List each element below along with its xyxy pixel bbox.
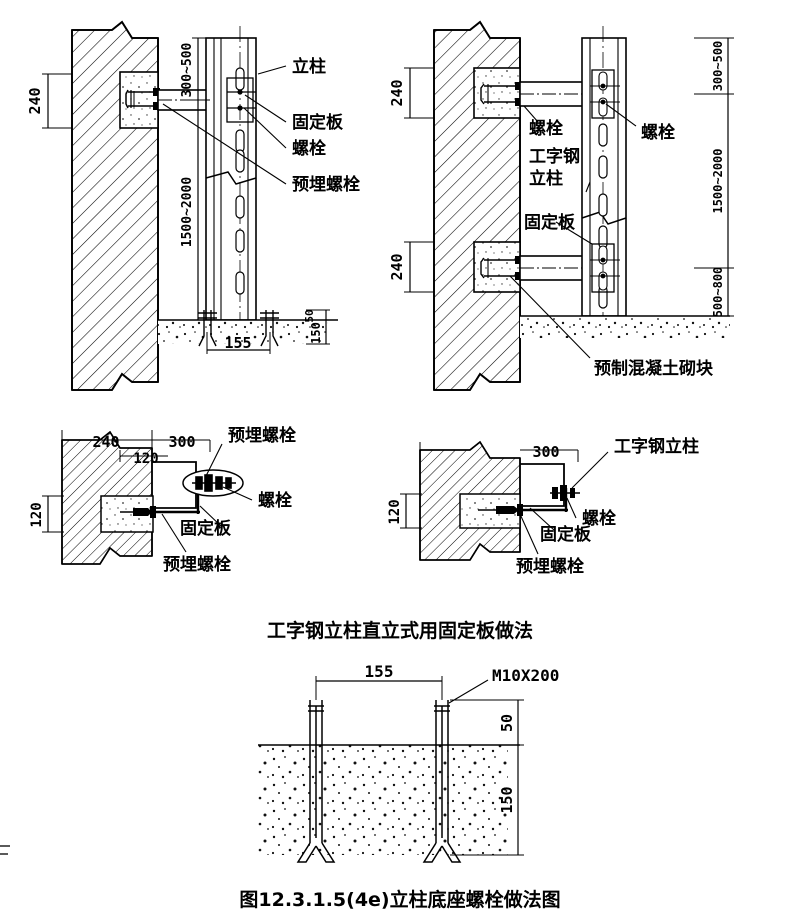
dim-155-left-text: 155 (224, 334, 251, 352)
edge-artifact (0, 845, 10, 855)
panel-top-left: 240 300~500 1500~2000 155 (26, 20, 360, 391)
dim-1500-2000-left-text: 1500~2000 (180, 177, 195, 248)
dimension-240-left: 240 (26, 73, 72, 129)
dim-240-right-lower-text: 240 (388, 253, 406, 280)
label-luoshuan-left: 螺栓 (292, 138, 326, 159)
dimension-120-plan-right-v: 120 (387, 493, 422, 529)
dimension-240-right-upper: 240 (388, 67, 434, 119)
label-yumai-mid-right: 预埋螺栓 (516, 556, 584, 577)
dimension-240-plan-left: 240 (62, 433, 152, 451)
label-gongzigang-mid-right: 工字钢立柱 (614, 436, 699, 457)
dim-155-bottom-text: 155 (365, 662, 394, 681)
dim-1500-2000-right-text: 1500~2000 (711, 148, 725, 213)
label-bolt-spec: M10X200 (492, 666, 559, 685)
dimension-stack-right: 300~500 1500~2000 500~800 (694, 37, 734, 318)
dim-300-500-right-text: 300~500 (711, 41, 725, 92)
dimension-240-right-lower: 240 (388, 241, 434, 293)
embedded-block-right-upper (473, 67, 522, 119)
dim-50-left-text: 50 (303, 309, 316, 322)
j-bolt-right (422, 700, 462, 863)
dim-120-plan-left-h-text: 120 (133, 451, 158, 467)
leaders-top-right (509, 103, 637, 359)
dim-50-bottom-text: 50 (498, 714, 516, 732)
label-gudingban-left: 固定板 (292, 112, 344, 133)
label-yumai-mid-left-bottom: 预埋螺栓 (163, 554, 231, 575)
dim-150-left-text: 150 (309, 322, 323, 344)
fixing-plate-right-lower (519, 255, 600, 281)
j-bolt-left (296, 700, 336, 863)
base-anchor-bolts-left (198, 310, 279, 347)
column-i-beam-right (581, 26, 627, 330)
ground-bottom (258, 744, 520, 855)
dim-300-500-left-text: 300~500 (180, 42, 195, 97)
fixing-plate-plan-right (459, 493, 523, 529)
section-caption: 工字钢立柱直立式用固定板做法 (267, 619, 533, 642)
label-precast-block: 预制混凝土砌块 (594, 358, 714, 379)
panel-bottom: 155 50 150 M10X200 (258, 662, 559, 863)
dim-240-left-text: 240 (26, 87, 44, 114)
embedded-block-right-lower (473, 241, 522, 293)
column-i-beam-left (205, 26, 257, 321)
label-luoshuan-right-right: 螺栓 (641, 122, 675, 143)
leaders-mid-right (519, 451, 609, 555)
dim-240-right-upper-text: 240 (388, 79, 406, 106)
dim-500-800-right-text: 500~800 (711, 267, 725, 318)
dimension-300-plan-left: 300 (152, 433, 211, 452)
ground-left (158, 319, 338, 344)
label-lizhu-left: 立柱 (292, 56, 326, 77)
dim-120-plan-right-v-text: 120 (387, 499, 403, 524)
dimension-300-500-left: 300~500 (180, 37, 210, 101)
panel-top-right: 240 240 300~500 1500~2000 500~800 (388, 20, 734, 391)
label-gongzigang-line2: 立柱 (529, 168, 563, 189)
dim-300-plan-right-text: 300 (532, 443, 559, 461)
embedded-block-left (119, 71, 160, 129)
label-gudingban-mid-right: 固定板 (540, 524, 592, 545)
dimension-120-plan-left-v: 120 (29, 495, 64, 533)
dimension-50-150-left: 50 150 (303, 309, 330, 345)
label-luoshuan-mid-left: 螺栓 (258, 490, 292, 511)
dimension-155-bottom: 155 (315, 662, 443, 700)
figure-caption: 图12.3.1.5(4e)立柱底座螺栓做法图 (239, 888, 560, 911)
label-gongzigang-line1: 工字钢 (529, 146, 580, 167)
dimension-300-plan-right: 300 (520, 443, 579, 462)
label-luoshuan-mid-right: 螺栓 (582, 508, 616, 529)
dim-300-plan-left-text: 300 (168, 433, 195, 451)
dimension-50-150-bottom: 50 150 (450, 699, 524, 856)
dim-120-plan-left-v-text: 120 (29, 502, 45, 527)
dim-240-plan-left-text: 240 (92, 433, 119, 451)
dim-150-bottom-text: 150 (498, 786, 516, 813)
label-luoshuan-right-left: 螺栓 (529, 118, 563, 139)
label-gudingban-right: 固定板 (524, 212, 576, 233)
leaders-mid-left (161, 443, 253, 553)
panel-mid-left: 240 300 120 120 预埋螺栓 螺栓 固定板 预埋螺栓 (29, 425, 296, 575)
fixing-plate-plan-left (100, 495, 156, 533)
label-yumai-mid-left-top: 预埋螺栓 (228, 425, 296, 446)
bolt-assembly-plan-right (550, 485, 580, 501)
leader-bolt-spec (448, 679, 489, 704)
label-yumai-luoshuan-left: 预埋螺栓 (292, 174, 360, 195)
dimension-155-left: 155 (206, 332, 271, 354)
leaders-top-left (162, 65, 287, 185)
dimension-120-plan-left-h: 120 (119, 450, 168, 467)
label-gudingban-mid-left: 固定板 (180, 518, 232, 539)
panel-mid-right: 300 120 工字钢立柱 螺栓 固定板 预埋螺栓 (387, 436, 699, 577)
dimension-1500-2000-left: 1500~2000 (180, 99, 206, 321)
